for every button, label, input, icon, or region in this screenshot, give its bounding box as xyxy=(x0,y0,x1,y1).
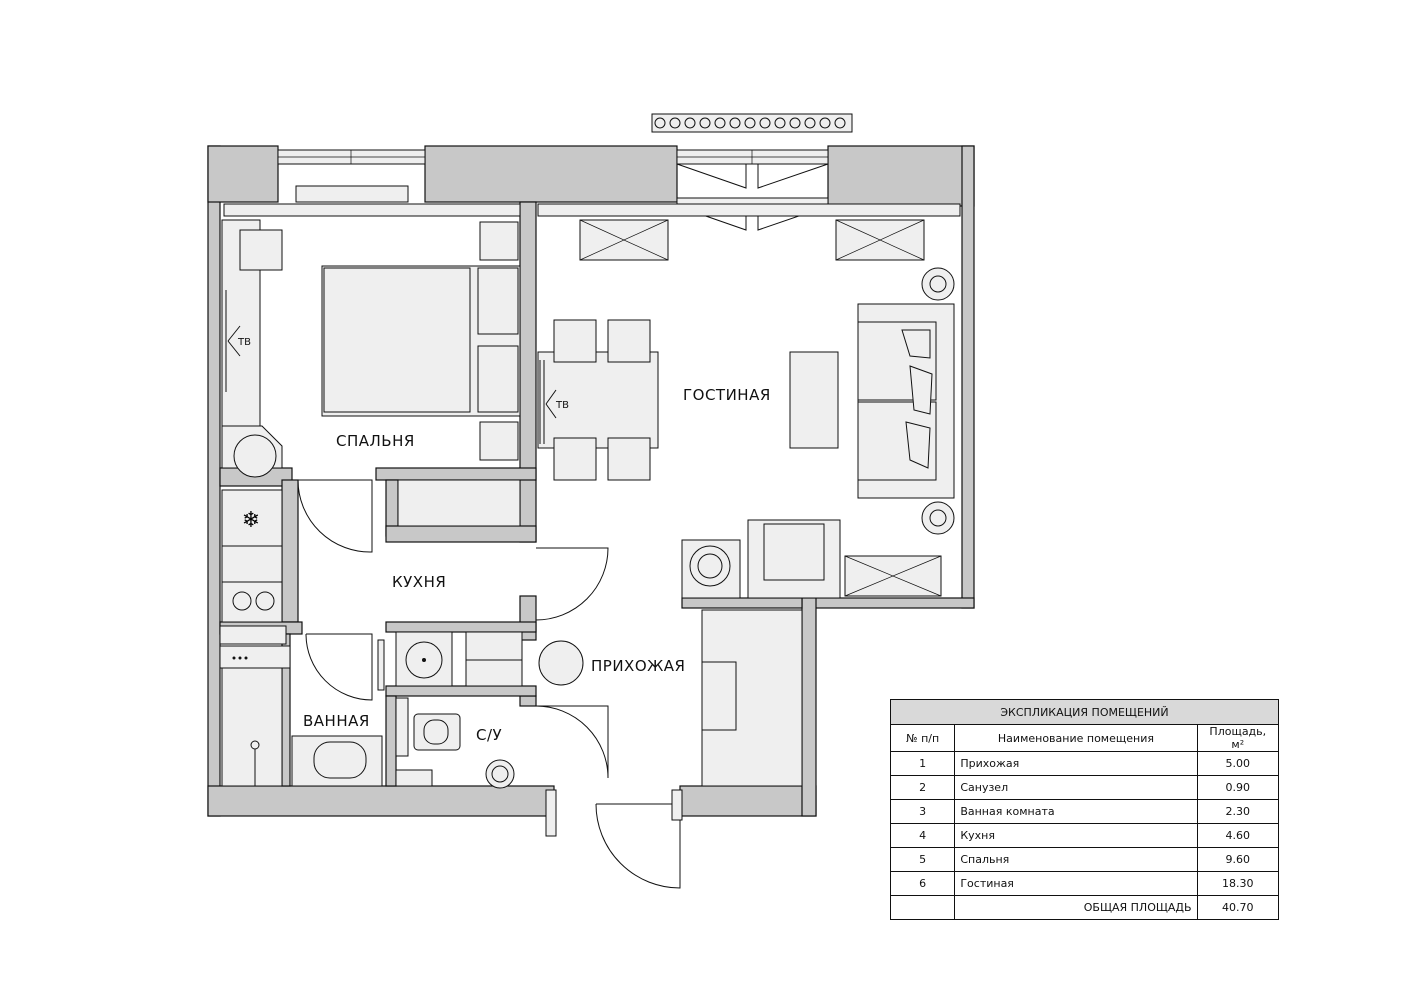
railing-baluster xyxy=(774,117,786,129)
row-num: 3 xyxy=(889,799,956,824)
railing-baluster xyxy=(819,117,831,129)
railing-baluster xyxy=(789,117,801,129)
doors xyxy=(297,479,683,889)
row-name: Санузел xyxy=(954,775,1198,800)
railing-baluster xyxy=(684,117,696,129)
room-label-hall: ПРИХОЖАЯ xyxy=(591,657,685,675)
row-name: Кухня xyxy=(954,823,1198,848)
row-area: 2.30 xyxy=(1196,799,1280,824)
table-row: 6 Гостиная 18.30 xyxy=(889,871,1280,896)
bedroom-furniture: ТВ xyxy=(221,219,521,527)
row-area: 4.60 xyxy=(1196,823,1280,848)
row-num xyxy=(889,895,956,920)
row-num: 2 xyxy=(889,775,956,800)
row-area: 0.90 xyxy=(1196,775,1280,800)
hall-furniture xyxy=(538,609,803,787)
railing-baluster xyxy=(669,117,681,129)
room-label-bathroom: ВАННАЯ xyxy=(303,712,370,730)
table-row-total: ОБЩАЯ ПЛОЩАДЬ 40.70 xyxy=(889,895,1280,920)
railing-baluster xyxy=(834,117,846,129)
row-num: 5 xyxy=(889,847,956,872)
living-furniture: ТВ xyxy=(537,219,955,599)
tv-label-living: ТВ xyxy=(555,400,569,411)
railing-baluster xyxy=(744,117,756,129)
room-labels: СПАЛЬНЯ ГОСТИНАЯ КУХНЯ ПРИХОЖАЯ ВАННАЯ С… xyxy=(303,386,771,744)
table-row: 5 Спальня 9.60 xyxy=(889,847,1280,872)
railing-baluster xyxy=(729,117,741,129)
row-name: Ванная комната xyxy=(954,799,1198,824)
row-area: 18.30 xyxy=(1196,871,1280,896)
room-schedule-table: ЭКСПЛИКАЦИЯ ПОМЕЩЕНИЙ № п/п Наименование… xyxy=(889,699,1280,920)
room-label-bedroom: СПАЛЬНЯ xyxy=(336,432,415,450)
row-name: Гостиная xyxy=(954,871,1198,896)
balcony-railing xyxy=(651,113,853,133)
tv-label-bedroom: ТВ xyxy=(237,337,251,348)
row-area: 5.00 xyxy=(1196,751,1280,776)
row-name: Спальня xyxy=(954,847,1198,872)
railing-baluster xyxy=(759,117,771,129)
room-label-wc: С/У xyxy=(476,726,502,744)
radiators xyxy=(223,203,961,217)
table-row: 4 Кухня 4.60 xyxy=(889,823,1280,848)
row-num: 1 xyxy=(889,751,956,776)
bathroom-furniture xyxy=(221,631,523,787)
row-num: 4 xyxy=(889,823,956,848)
railing-baluster xyxy=(699,117,711,129)
total-label: ОБЩАЯ ПЛОЩАДЬ xyxy=(954,895,1198,920)
legend-col-name: Наименование помещения xyxy=(954,724,1198,752)
row-num: 6 xyxy=(889,871,956,896)
table-row: 2 Санузел 0.90 xyxy=(889,775,1280,800)
snowflake-icon: ❄ xyxy=(242,508,260,533)
legend-col-num: № п/п xyxy=(889,724,956,752)
row-name: Прихожая xyxy=(954,751,1198,776)
table-row: 1 Прихожая 5.00 xyxy=(889,751,1280,776)
room-label-living: ГОСТИНАЯ xyxy=(683,386,771,404)
kitchen-furniture: ❄ xyxy=(219,489,291,669)
row-area: 9.60 xyxy=(1196,847,1280,872)
railing-baluster xyxy=(714,117,726,129)
railing-baluster xyxy=(654,117,666,129)
legend-title: ЭКСПЛИКАЦИЯ ПОМЕЩЕНИЙ xyxy=(890,699,1279,725)
legend-col-area: Площадь, м² xyxy=(1196,724,1280,752)
total-area: 40.70 xyxy=(1196,895,1280,920)
table-row: 3 Ванная комната 2.30 xyxy=(889,799,1280,824)
room-label-kitchen: КУХНЯ xyxy=(392,573,446,591)
wc-furniture xyxy=(395,697,515,789)
railing-baluster xyxy=(804,117,816,129)
